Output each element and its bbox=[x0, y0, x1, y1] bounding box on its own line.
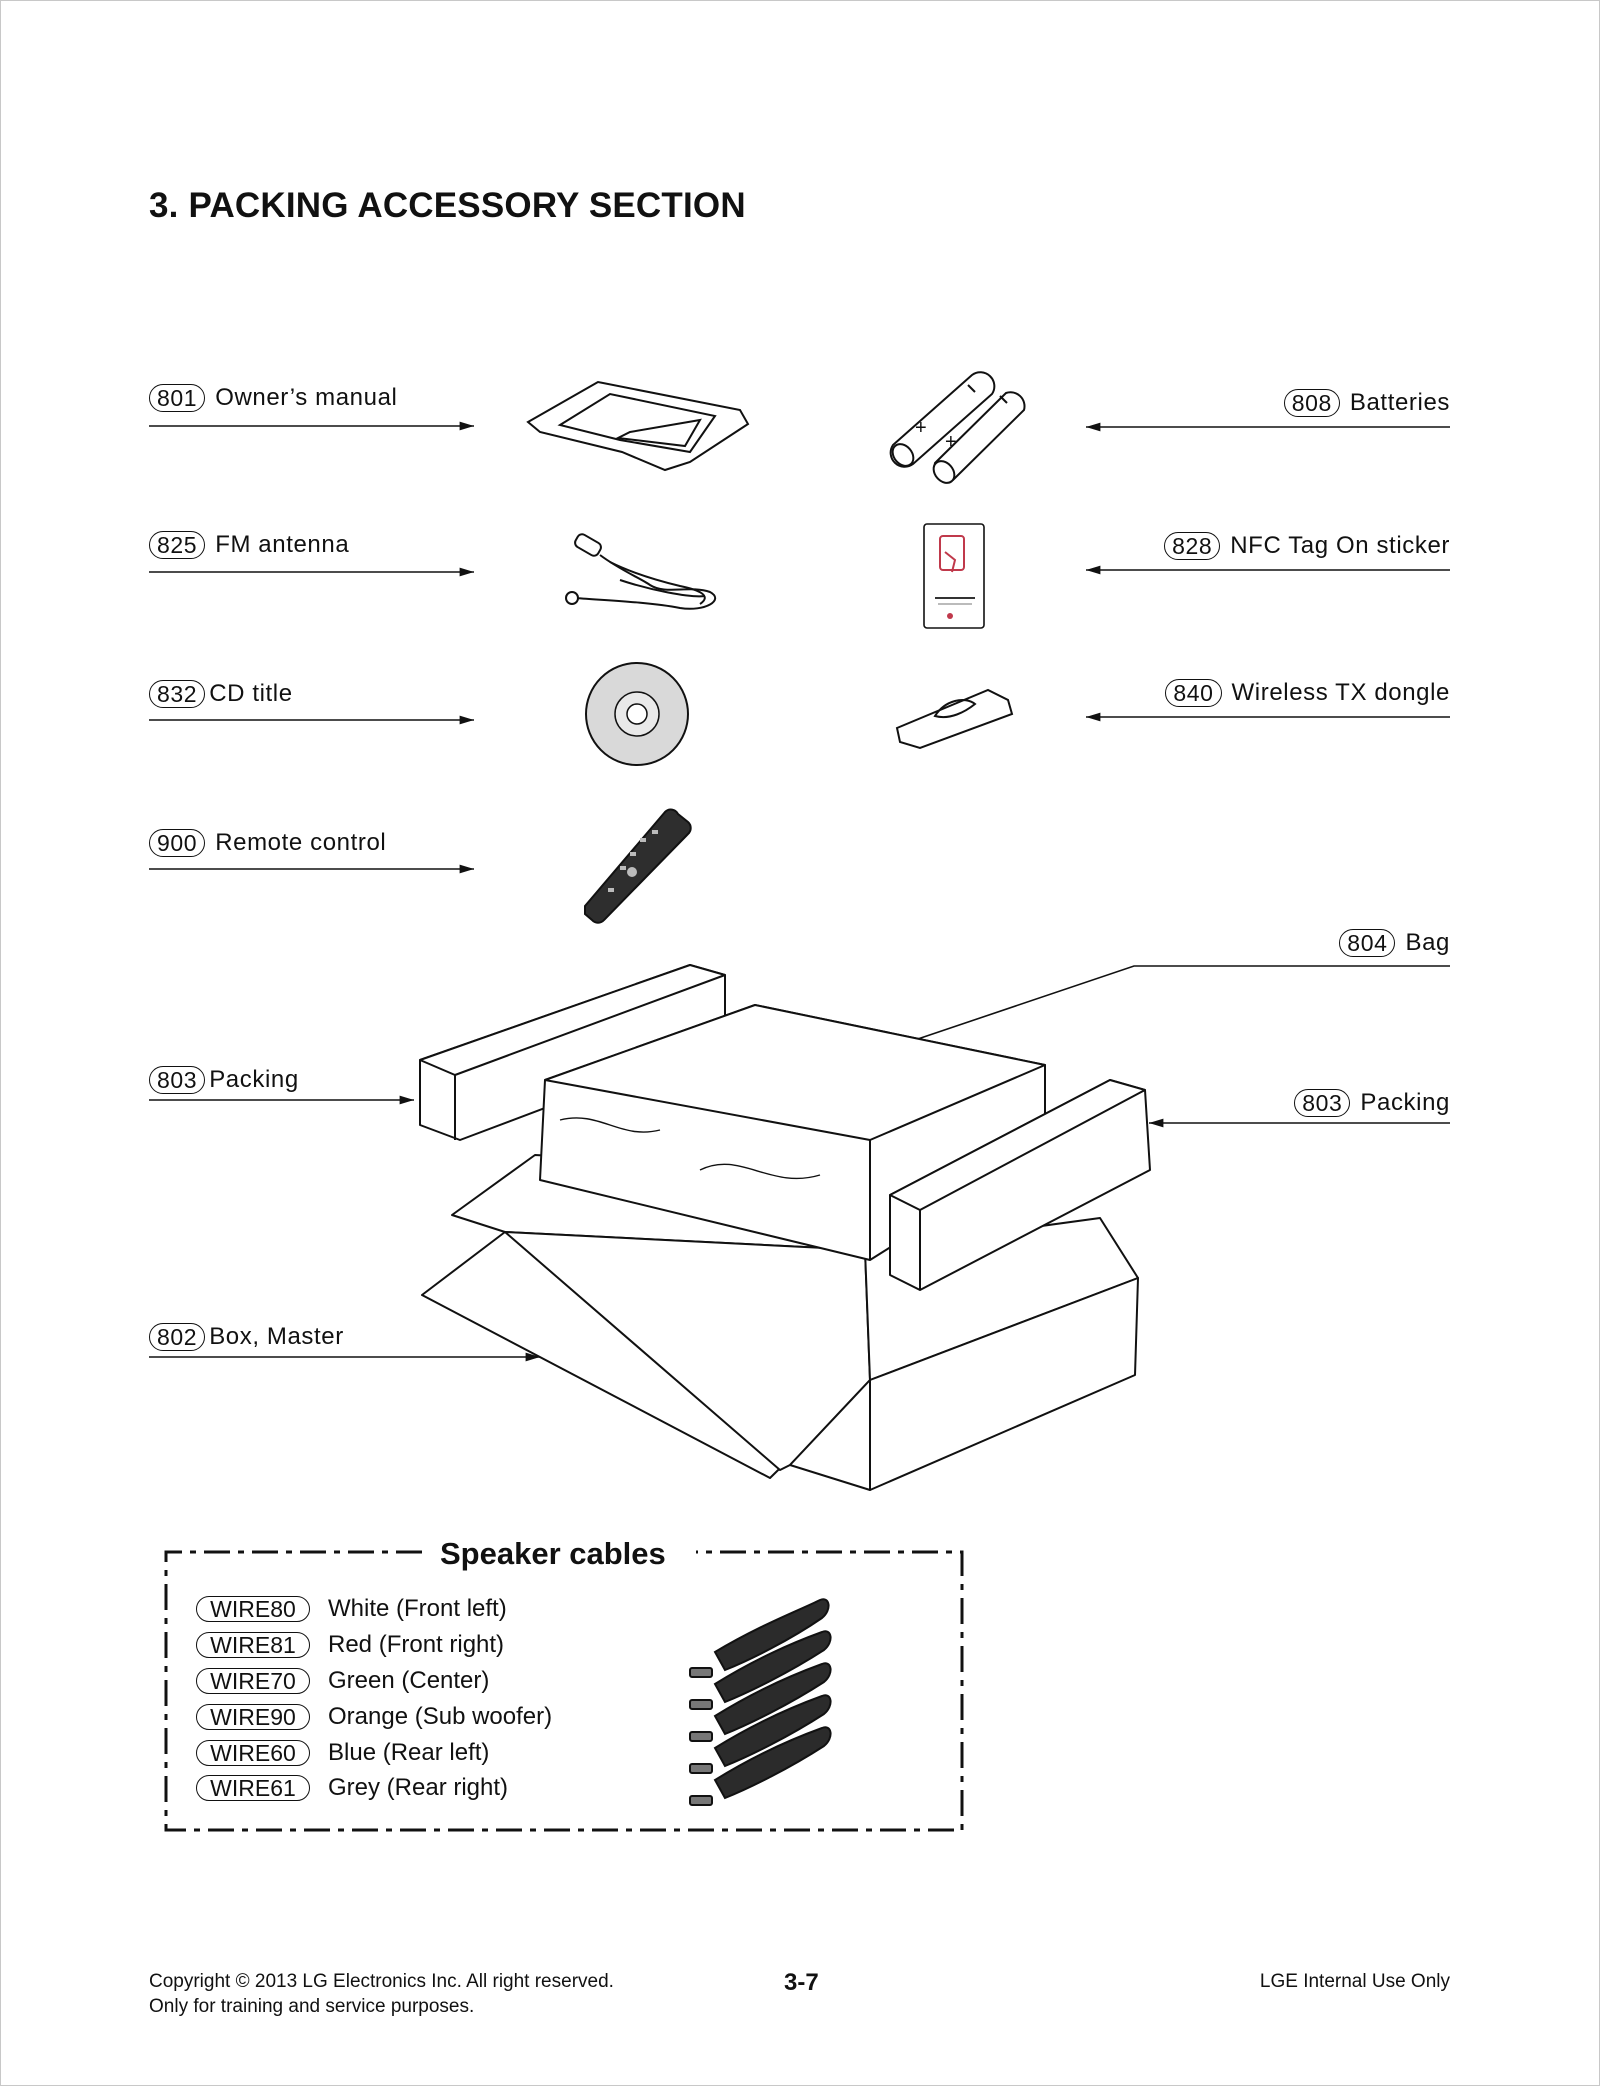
part-name: CD title bbox=[209, 680, 293, 707]
part-name: NFC Tag On sticker bbox=[1230, 532, 1450, 559]
part-label-803-left: 803 Packing bbox=[149, 1066, 299, 1094]
part-code: 840 bbox=[1165, 679, 1222, 707]
part-name: FM antenna bbox=[215, 531, 350, 558]
speaker-cables-title: Speaker cables bbox=[430, 1536, 676, 1572]
footer-purpose: Only for training and service purposes. bbox=[149, 1996, 475, 2017]
part-name: Packing bbox=[1360, 1089, 1450, 1116]
fm-antenna-icon bbox=[565, 533, 717, 610]
packing-box-icon bbox=[419, 964, 1151, 1491]
cable-name: Orange (Sub woofer) bbox=[328, 1703, 553, 1730]
cd-icon bbox=[585, 662, 689, 766]
svg-text:+: + bbox=[945, 431, 957, 453]
part-label-840: 840 Wireless TX dongle bbox=[1165, 679, 1450, 707]
cable-code: WIRE60 bbox=[196, 1740, 310, 1766]
page-title: 3. PACKING ACCESSORY SECTION bbox=[149, 186, 746, 225]
part-name: Box, Master bbox=[209, 1323, 344, 1350]
manual-icon bbox=[526, 380, 750, 472]
part-name: Packing bbox=[209, 1066, 299, 1093]
remote-control-icon bbox=[584, 808, 692, 924]
footer-copyright: Copyright © 2013 LG Electronics Inc. All… bbox=[149, 1971, 614, 1992]
cable-name: Blue (Rear left) bbox=[328, 1739, 490, 1766]
cable-code: WIRE90 bbox=[196, 1704, 310, 1730]
part-label-801: 801 Owner’s manual bbox=[149, 384, 397, 412]
part-code: 828 bbox=[1164, 532, 1221, 560]
cable-name: Green (Center) bbox=[328, 1667, 490, 1694]
cable-row-wire81: WIRE81 Red (Front right) bbox=[196, 1631, 504, 1659]
part-code: 802 bbox=[149, 1323, 206, 1351]
cable-row-wire70: WIRE70 Green (Center) bbox=[196, 1667, 489, 1695]
part-label-900: 900 Remote control bbox=[149, 829, 386, 857]
part-label-825: 825 FM antenna bbox=[149, 531, 349, 559]
batteries-icon: + + bbox=[889, 371, 1026, 484]
footer-internal: LGE Internal Use Only bbox=[1259, 1971, 1450, 1992]
cable-row-wire90: WIRE90 Orange (Sub woofer) bbox=[196, 1703, 552, 1731]
part-code: 803 bbox=[149, 1066, 206, 1094]
cable-row-wire61: WIRE61 Grey (Rear right) bbox=[196, 1774, 508, 1802]
part-code: 900 bbox=[149, 829, 206, 857]
cable-code: WIRE61 bbox=[196, 1775, 310, 1801]
part-code: 804 bbox=[1339, 929, 1396, 957]
cable-code: WIRE70 bbox=[196, 1668, 310, 1694]
cable-name: Red (Front right) bbox=[328, 1631, 505, 1658]
part-name: Bag bbox=[1405, 929, 1450, 956]
cable-code: WIRE81 bbox=[196, 1632, 310, 1658]
part-label-802: 802 Box, Master bbox=[149, 1323, 344, 1351]
svg-text:+: + bbox=[915, 417, 927, 439]
part-code: 808 bbox=[1283, 389, 1340, 417]
part-code: 803 bbox=[1294, 1089, 1351, 1117]
page-number: 3-7 bbox=[784, 1969, 819, 1996]
part-code: 832 bbox=[149, 680, 206, 708]
part-code: 825 bbox=[149, 531, 206, 559]
part-code: 801 bbox=[149, 384, 206, 412]
part-name: Remote control bbox=[215, 829, 387, 856]
part-label-808: 808 Batteries bbox=[1283, 389, 1450, 417]
cable-name: Grey (Rear right) bbox=[328, 1774, 509, 1801]
cable-row-wire80: WIRE80 White (Front left) bbox=[196, 1595, 507, 1623]
cable-row-wire60: WIRE60 Blue (Rear left) bbox=[196, 1739, 489, 1767]
part-label-832: 832 CD title bbox=[149, 680, 293, 708]
part-name: Owner’s manual bbox=[215, 384, 398, 411]
cable-code: WIRE80 bbox=[196, 1596, 310, 1622]
part-label-804: 804 Bag bbox=[1339, 929, 1450, 957]
part-label-828: 828 NFC Tag On sticker bbox=[1164, 532, 1450, 560]
part-label-803-right: 803 Packing bbox=[1294, 1089, 1450, 1117]
speaker-cables-icon bbox=[689, 1598, 832, 1806]
part-name: Batteries bbox=[1349, 389, 1450, 416]
nfc-sticker-icon bbox=[923, 523, 985, 629]
part-name: Wireless TX dongle bbox=[1231, 679, 1450, 706]
dongle-icon bbox=[895, 688, 1014, 750]
cable-name: White (Front left) bbox=[328, 1595, 507, 1622]
